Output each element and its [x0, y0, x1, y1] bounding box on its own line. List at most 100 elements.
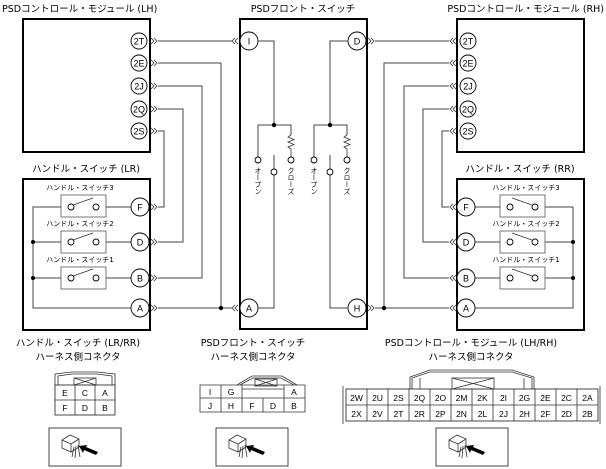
svg-text:2T: 2T	[463, 37, 474, 47]
svg-text:E: E	[62, 388, 68, 398]
switch-2	[60, 230, 131, 254]
svg-text:J: J	[208, 401, 212, 411]
lr-handle-title: ハンドル・スイッチ (LR)	[32, 164, 140, 175]
pin-2T: 2T	[459, 32, 477, 50]
switch-1	[475, 266, 546, 290]
switch-1	[60, 266, 131, 290]
svg-text:2S: 2S	[462, 127, 473, 137]
svg-text:D: D	[354, 37, 361, 47]
front-switch-box	[239, 18, 368, 330]
svg-text:2Q: 2Q	[133, 105, 145, 115]
connector-cell: 2F	[541, 409, 551, 419]
rh-module-title: PSDコントロール・モジュール (RH)	[447, 4, 604, 15]
connector-cell: 2J	[499, 409, 508, 419]
svg-text:B: B	[102, 403, 108, 413]
pin-A: A	[456, 298, 476, 318]
svg-text:G: G	[228, 387, 235, 397]
connector-cell: 2D	[561, 409, 572, 419]
svg-text:PSDコントロール・モジュール (LH/RH): PSDコントロール・モジュール (LH/RH)	[385, 338, 557, 349]
connector-cell: 2E	[540, 393, 551, 403]
svg-text:2T: 2T	[134, 37, 145, 47]
rr-handle-box	[456, 178, 585, 331]
switch-label: ハンドル・スイッチ2	[46, 220, 113, 228]
front-switch: I D A H オープン クローズ オープン クローズ	[231, 31, 375, 318]
svg-text:H: H	[228, 401, 234, 411]
connector-cell: 2L	[478, 409, 488, 419]
switch-label: ハンドル・スイッチ2	[492, 220, 559, 228]
svg-text:A: A	[463, 304, 469, 314]
connector-cell: 2G	[519, 393, 530, 403]
pin-2J: 2J	[130, 77, 148, 95]
svg-text:2J: 2J	[134, 82, 144, 92]
pin-2E: 2E	[459, 54, 477, 72]
svg-text:I: I	[209, 387, 211, 397]
lr-handle-box	[22, 178, 151, 331]
svg-text:ハーネス側コネクタ: ハーネス側コネクタ	[210, 351, 295, 363]
junction-dot	[381, 305, 387, 311]
connector-cell: 2K	[477, 393, 488, 403]
contact-open-label: オープン	[254, 167, 262, 195]
connector-cell: 2B	[582, 409, 593, 419]
connector-cell: 2Q	[414, 393, 426, 403]
switch-label: ハンドル・スイッチ1	[46, 256, 113, 264]
front-connector: PSDフロント・スイッチ ハーネス側コネクタ I G A J H F D B	[199, 338, 306, 413]
connector-cell: 2A	[582, 393, 593, 403]
pin-B: B	[130, 268, 150, 288]
switch-3	[60, 194, 131, 218]
pin-2J: 2J	[459, 77, 477, 95]
connector-cell: 2W	[350, 393, 363, 403]
lh-module-title: PSDコントロール・モジュール (LH)	[2, 4, 157, 15]
pin-H: H	[347, 298, 367, 318]
pin-F: F	[130, 197, 150, 217]
harness-connector-view-icon	[435, 427, 509, 467]
svg-text:D: D	[463, 238, 470, 248]
wires	[158, 40, 449, 309]
switch-label: ハンドル・スイッチ3	[46, 184, 113, 192]
rh-module-box	[456, 18, 585, 153]
pin-A: A	[239, 298, 259, 318]
pin-B: B	[456, 268, 476, 288]
svg-text:B: B	[137, 274, 143, 284]
svg-text:ハーネス側コネクタ: ハーネス側コネクタ	[35, 351, 120, 363]
switch-label: ハンドル・スイッチ1	[492, 256, 559, 264]
svg-text:2S: 2S	[133, 127, 144, 137]
connector-cell: 2S	[393, 393, 404, 403]
svg-text:H: H	[354, 304, 361, 314]
svg-text:D: D	[82, 403, 88, 413]
switch-3	[475, 194, 546, 218]
lr-handle-switch: ハンドル・スイッチ3 ハンドル・スイッチ2 ハンドル・スイッチ1 F	[31, 184, 158, 318]
svg-text:2E: 2E	[462, 59, 473, 69]
svg-text:ハンドル・スイッチ (LR/RR): ハンドル・スイッチ (LR/RR)	[16, 338, 140, 349]
svg-text:A: A	[246, 304, 252, 314]
harness-connector-view-icon	[48, 427, 122, 467]
pin-D: D	[347, 31, 367, 51]
svg-text:ハーネス側コネクタ: ハーネス側コネクタ	[428, 351, 513, 363]
connector-cell: 2T	[394, 409, 404, 419]
svg-text:2J: 2J	[463, 82, 473, 92]
switch-2	[475, 230, 546, 254]
handle-connector: ハンドル・スイッチ (LR/RR) ハーネス側コネクタ E C A F D B	[16, 338, 140, 416]
svg-text:B: B	[291, 401, 297, 411]
contact-close-label: クローズ	[287, 167, 295, 195]
connector-cell: 2M	[456, 393, 468, 403]
pin-2S: 2S	[459, 122, 477, 140]
pin-2T: 2T	[130, 32, 148, 50]
rr-handle-title: ハンドル・スイッチ (RR)	[465, 164, 574, 175]
svg-text:D: D	[137, 238, 144, 248]
pin-2S: 2S	[130, 122, 148, 140]
connector-cell: 2C	[561, 393, 572, 403]
svg-text:A: A	[102, 388, 108, 398]
pin-D: D	[456, 232, 476, 252]
pin-2E: 2E	[130, 54, 148, 72]
connector-cell: 2H	[519, 409, 530, 419]
contact-close-label: クローズ	[343, 167, 351, 195]
connector-cell: 2P	[435, 409, 446, 419]
rh-module-pins: 2T 2E 2J 2Q 2S	[449, 32, 477, 140]
pin-2Q: 2Q	[130, 100, 148, 118]
switch-label: ハンドル・スイッチ3	[492, 184, 559, 192]
svg-text:A: A	[291, 387, 297, 397]
contact-open-label: オープン	[310, 167, 318, 195]
connector-cell: 2R	[414, 409, 425, 419]
